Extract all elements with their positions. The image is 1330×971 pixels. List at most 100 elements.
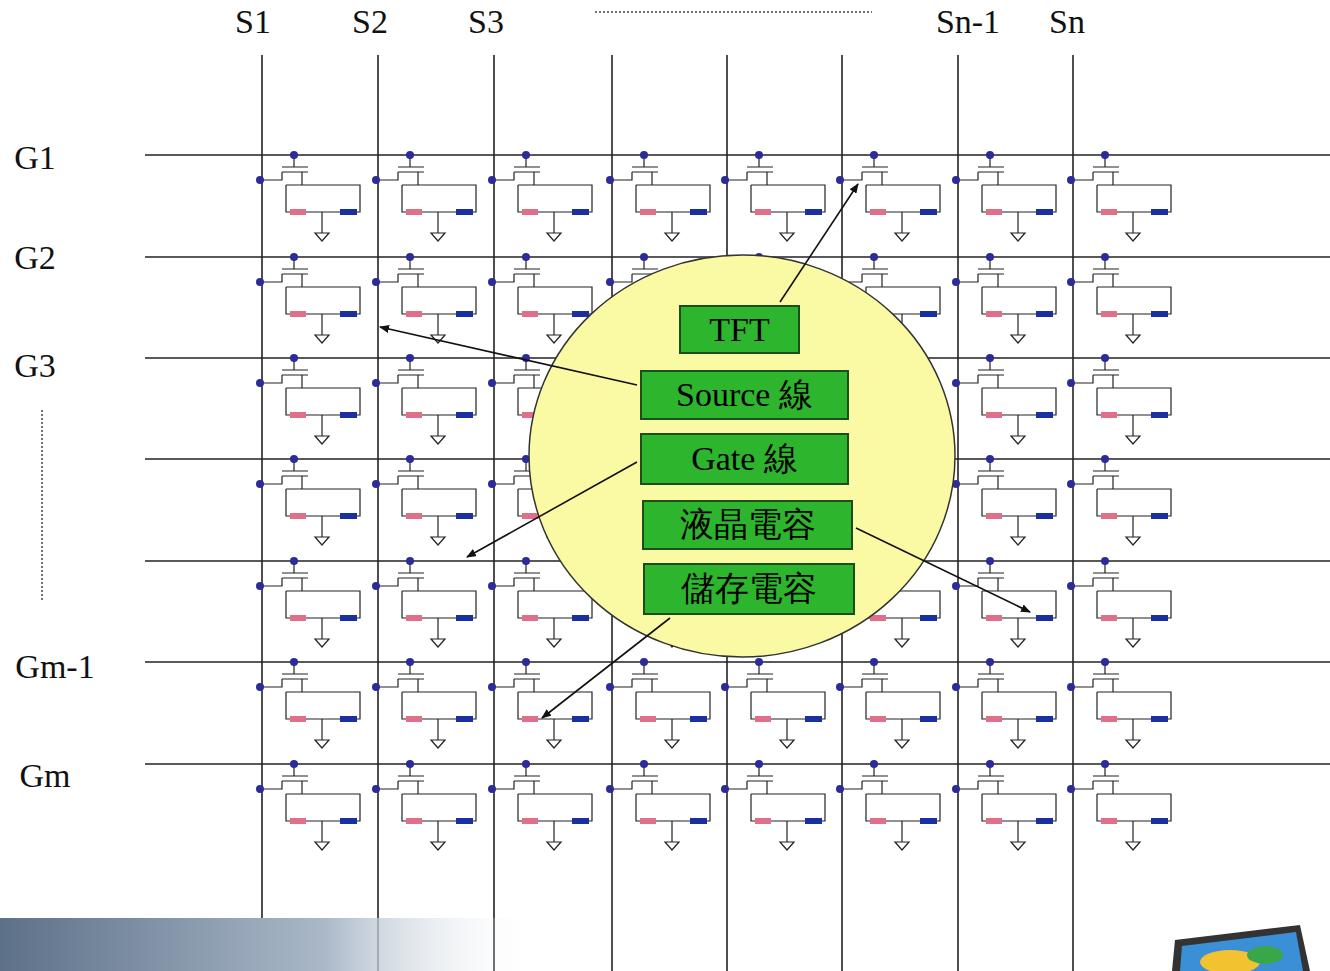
ground-symbol bbox=[431, 436, 445, 444]
lc-capacitor bbox=[986, 311, 1002, 317]
lc-capacitor bbox=[755, 716, 771, 722]
tft-symbol bbox=[260, 358, 360, 436]
lc-capacitor bbox=[1101, 716, 1117, 722]
pixel-cell bbox=[256, 658, 360, 748]
ground-symbol bbox=[431, 639, 445, 647]
source-dot bbox=[606, 278, 614, 286]
tft-symbol bbox=[956, 662, 1056, 740]
tft-symbol bbox=[376, 662, 476, 740]
pixel-cell bbox=[1067, 354, 1171, 444]
lc-capacitor bbox=[290, 209, 306, 215]
pixel-cell bbox=[721, 151, 825, 241]
tft-symbol bbox=[956, 459, 1056, 537]
storage-capacitor bbox=[340, 513, 357, 519]
label-box: 儲存電容 bbox=[643, 563, 855, 615]
lc-capacitor bbox=[522, 818, 538, 824]
storage-capacitor bbox=[690, 818, 707, 824]
box-text: 儲存電容 bbox=[681, 572, 817, 606]
source-dot bbox=[836, 683, 844, 691]
source-dot bbox=[721, 176, 729, 184]
pixel-cell bbox=[836, 760, 940, 850]
pixel-cell bbox=[952, 658, 1056, 748]
source-dot bbox=[1067, 176, 1075, 184]
storage-capacitor bbox=[1036, 209, 1053, 215]
source-dot bbox=[372, 785, 380, 793]
source-dot bbox=[952, 582, 960, 590]
ground-symbol bbox=[431, 537, 445, 545]
lc-capacitor bbox=[406, 513, 422, 519]
storage-capacitor bbox=[456, 615, 473, 621]
tft-symbol bbox=[492, 155, 592, 233]
gate-dot bbox=[640, 151, 648, 159]
gate-label: Gm-1 bbox=[15, 650, 94, 684]
ellipsis-dash bbox=[41, 410, 43, 600]
tft-symbol bbox=[376, 358, 476, 436]
ground-symbol bbox=[547, 842, 561, 850]
lc-capacitor bbox=[522, 615, 538, 621]
storage-capacitor bbox=[456, 209, 473, 215]
tft-symbol bbox=[725, 662, 825, 740]
pixel-cell bbox=[488, 151, 592, 241]
source-dot bbox=[488, 278, 496, 286]
gate-dot bbox=[870, 151, 878, 159]
lc-capacitor bbox=[755, 818, 771, 824]
gate-dot bbox=[640, 658, 648, 666]
storage-capacitor bbox=[805, 716, 822, 722]
storage-capacitor bbox=[456, 311, 473, 317]
ground-symbol bbox=[1011, 233, 1025, 241]
tft-symbol bbox=[610, 155, 710, 233]
source-dot bbox=[256, 683, 264, 691]
tft-symbol bbox=[1071, 561, 1171, 639]
storage-capacitor bbox=[1036, 615, 1053, 621]
lc-capacitor bbox=[870, 818, 886, 824]
lc-capacitor bbox=[640, 209, 656, 215]
source-dot bbox=[256, 480, 264, 488]
storage-capacitor bbox=[572, 209, 589, 215]
storage-capacitor bbox=[690, 716, 707, 722]
pixel-cell bbox=[952, 253, 1056, 343]
ground-symbol bbox=[431, 233, 445, 241]
storage-capacitor bbox=[340, 818, 357, 824]
gate-dot bbox=[406, 760, 414, 768]
gate-dot bbox=[406, 354, 414, 362]
storage-capacitor bbox=[1151, 513, 1168, 519]
pixel-cell bbox=[256, 760, 360, 850]
storage-capacitor bbox=[572, 818, 589, 824]
label-box: Source 線 bbox=[640, 370, 849, 420]
lc-capacitor bbox=[1101, 818, 1117, 824]
source-dot bbox=[256, 379, 264, 387]
tft-symbol bbox=[610, 764, 710, 842]
lc-capacitor bbox=[640, 818, 656, 824]
gate-label: G2 bbox=[14, 241, 56, 275]
tft-symbol bbox=[260, 561, 360, 639]
pixel-cell bbox=[256, 253, 360, 343]
ground-symbol bbox=[315, 233, 329, 241]
source-dot bbox=[1067, 480, 1075, 488]
source-dot bbox=[1067, 278, 1075, 286]
gate-line bbox=[145, 763, 1330, 765]
tft-symbol bbox=[840, 662, 940, 740]
source-dot bbox=[488, 379, 496, 387]
pixel-cell bbox=[256, 557, 360, 647]
tft-symbol bbox=[376, 257, 476, 335]
pixel-cell bbox=[952, 455, 1056, 545]
tft-symbol bbox=[1071, 459, 1171, 537]
lc-capacitor bbox=[986, 209, 1002, 215]
pixel-cell bbox=[256, 151, 360, 241]
storage-capacitor bbox=[1036, 818, 1053, 824]
source-dot bbox=[372, 379, 380, 387]
tft-symbol bbox=[492, 257, 592, 335]
ground-symbol bbox=[780, 842, 794, 850]
source-dot bbox=[256, 278, 264, 286]
source-dot bbox=[488, 582, 496, 590]
gate-dot bbox=[522, 760, 530, 768]
tft-symbol bbox=[840, 155, 940, 233]
tft-symbol bbox=[492, 662, 592, 740]
storage-capacitor bbox=[340, 311, 357, 317]
storage-capacitor bbox=[456, 412, 473, 418]
gate-dot bbox=[986, 354, 994, 362]
pixel-cell bbox=[952, 760, 1056, 850]
gate-line bbox=[145, 154, 1330, 156]
leader-line bbox=[467, 462, 637, 557]
storage-capacitor bbox=[1151, 818, 1168, 824]
